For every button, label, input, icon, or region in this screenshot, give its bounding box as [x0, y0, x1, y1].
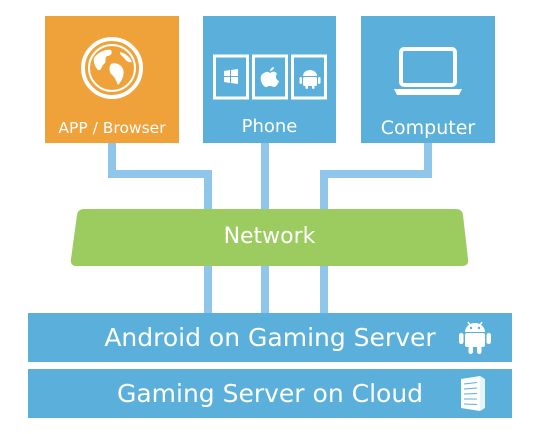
server-icon	[461, 376, 485, 411]
gaming-server-on-cloud-bar: Gaming Server on Cloud	[28, 369, 512, 418]
computer-label: Computer	[380, 117, 476, 139]
phone-os-icons	[213, 54, 327, 100]
laptop-icon	[394, 47, 462, 95]
phone-label: Phone	[241, 116, 298, 137]
android-on-gaming-server-bar: Android on Gaming Server	[28, 313, 512, 362]
windows-icon	[224, 69, 238, 84]
network-band	[70, 209, 469, 266]
cloud-server-label: Gaming Server on Cloud	[116, 379, 424, 408]
globe-icon	[81, 37, 143, 99]
network-label: Network	[223, 224, 316, 249]
connector-app	[108, 143, 212, 210]
connector-computer	[320, 143, 432, 210]
app-browser-label: APP / Browser	[58, 119, 166, 137]
android-robot-icon	[459, 321, 491, 354]
android-icon	[299, 70, 321, 89]
app-browser-box: APP / Browser	[45, 16, 179, 143]
android-server-label: Android on Gaming Server	[104, 323, 436, 352]
phone-box: Phone	[203, 16, 336, 143]
computer-box: Computer	[361, 16, 495, 143]
apple-icon	[260, 67, 279, 87]
